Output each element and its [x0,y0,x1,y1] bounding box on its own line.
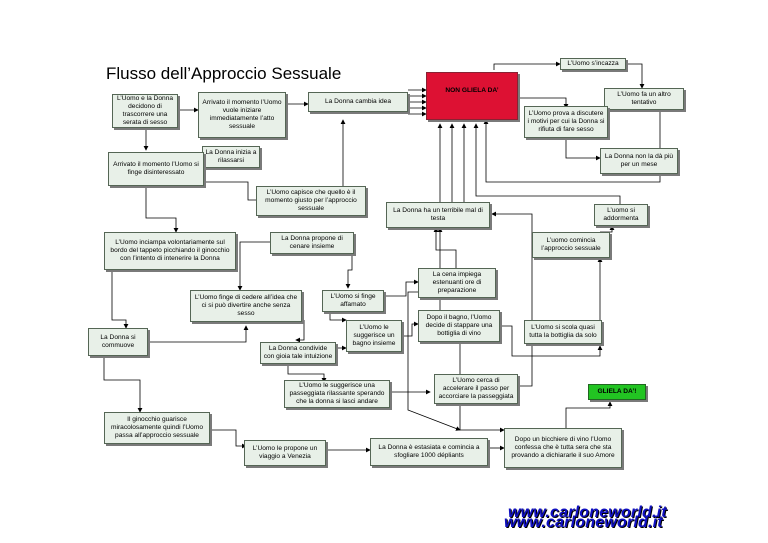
node-inciampa-label: L’Uomo inciampa volontariamente sul bord… [110,239,230,262]
node-disinteressato-label: Arrivato il momento l’Uomo si finge disi… [113,161,199,176]
node-gliela-da: GLIELA DA’! [588,384,646,400]
node-rilassarsi: La Donna inizia a rilassarsi [202,146,260,168]
node-dopo-bagno: Dopo il bagno, l’Uomo decide di stappare… [418,310,500,342]
node-mal-di-testa-label: La Donna ha un terribile mal di testa [393,207,483,222]
node-arrivato-label: Arrivato il momento l’Uomo vuole iniziar… [202,99,282,130]
node-mal-di-testa: La Donna ha un terribile mal di testa [386,202,490,228]
node-capisce-label: L’Uomo capisce che quello è il momento g… [265,189,357,212]
node-arrivato: Arrivato il momento l’Uomo vuole iniziar… [198,92,286,138]
node-cenare: La Donna propone di cenare insieme [270,232,354,254]
node-commuove-label: La Donna si commuove [100,334,136,349]
node-cerca-accelerare: L’Uomo cerca di accelerare il passo per … [434,374,518,404]
node-bagno-suggerisce: L’Uomo le suggerisce un bagno insieme [346,320,402,352]
node-passeggiata: L’Uomo le suggerisce una passeggiata ril… [284,380,390,408]
node-disinteressato: Arrivato il momento l’Uomo si finge disi… [108,152,204,186]
node-non-gliela-da-label: NON GLIELA DA’ [445,87,499,94]
node-bagno-suggerisce-label: L’Uomo le suggerisce un bagno insieme [352,324,396,347]
node-cenare-label: La Donna propone di cenare insieme [281,235,343,250]
node-cena-impiega-label: La cena impiega estenuanti ore di prepar… [432,271,482,294]
node-scola-label: L’Uomo si scola quasi tutta la bottiglia… [529,324,597,339]
node-venezia-label: L’Uomo le propone un viaggio a Venezia [252,445,318,460]
node-bicchiere: Dopo un bicchiere di vino l’Uomo confess… [504,428,622,468]
node-cerca-accelerare-label: L’Uomo cerca di accelerare il passo per … [438,377,514,400]
node-dopo-bagno-label: Dopo il bagno, l’Uomo decide di stappare… [425,314,493,337]
watermark-text: www.carloneworld.it [508,504,667,521]
node-condivide-label: La Donna condivide con gioia tale intuiz… [263,345,333,360]
node-discutere: L’Uomo prova a discutere i motivi per cu… [524,106,608,138]
node-finge-cedere: L’Uomo finge di cedere all’idea che ci s… [190,290,302,322]
node-commuove: La Donna si commuove [88,328,148,356]
node-finge-cedere-label: L’Uomo finge di cedere all’idea che ci s… [194,294,298,317]
node-ginocchio-label: Il ginocchio guarisce miracolosamente qu… [111,416,203,439]
node-capisce: L’Uomo capisce che quello è il momento g… [256,186,366,216]
node-comincia: L’uomo comincia l’approccio sessuale [532,232,610,258]
node-cambia-idea-label: La Donna cambia idea [325,98,391,105]
node-condivide: La Donna condivide con gioia tale intuiz… [260,342,336,364]
watermark-text-shadow: www.carloneworld.it [504,514,663,531]
node-estasiata-label: La Donna è estasiata e comincia a sfogli… [378,444,480,459]
node-affamato: L’Uomo si finge affamato [322,290,384,312]
node-venezia: L’Uomo le propone un viaggio a Venezia [244,440,326,466]
node-scola: L’Uomo si scola quasi tutta la bottiglia… [524,320,602,344]
diagram-title: Flusso dell’Approccio Sessuale [106,64,342,83]
node-non-la-da-piu-label: La Donna non la dà più per un mese [604,153,674,168]
node-non-la-da-piu: La Donna non la dà più per un mese [600,148,678,174]
node-bicchiere-label: Dopo un bicchiere di vino l’Uomo confess… [511,436,615,459]
node-incazza: L’Uomo s’incazza [560,58,626,70]
node-inizio-label: L’Uomo e la Donna decidono di trascorrer… [116,95,174,126]
node-cambia-idea: La Donna cambia idea [308,92,408,112]
node-comincia-label: L’uomo comincia l’approccio sessuale [541,237,601,252]
node-inciampa: L’Uomo inciampa volontariamente sul bord… [104,232,236,270]
node-gliela-da-label: GLIELA DA’! [597,388,637,395]
node-non-gliela-da: NON GLIELA DA’ [426,72,518,120]
node-addormenta: L’uomo si addormenta [594,204,648,226]
node-affamato-label: L’Uomo si finge affamato [330,293,376,308]
node-altro-tentativo: L’Uomo fa un altro tentativo [604,88,684,110]
node-altro-tentativo-label: L’Uomo fa un altro tentativo [617,91,671,106]
node-ginocchio: Il ginocchio guarisce miracolosamente qu… [104,412,210,444]
node-rilassarsi-label: La Donna inizia a rilassarsi [205,149,257,164]
node-inizio: L’Uomo e la Donna decidono di trascorrer… [112,94,178,128]
node-addormenta-label: L’uomo si addormenta [603,207,639,222]
node-cena-impiega: La cena impiega estenuanti ore di prepar… [418,268,496,298]
node-discutere-label: L’Uomo prova a discutere i motivi per cu… [527,110,605,133]
node-passeggiata-label: L’Uomo le suggerisce una passeggiata ril… [289,382,385,405]
node-estasiata: La Donna è estasiata e comincia a sfogli… [370,438,488,466]
node-incazza-label: L’Uomo s’incazza [567,60,619,67]
